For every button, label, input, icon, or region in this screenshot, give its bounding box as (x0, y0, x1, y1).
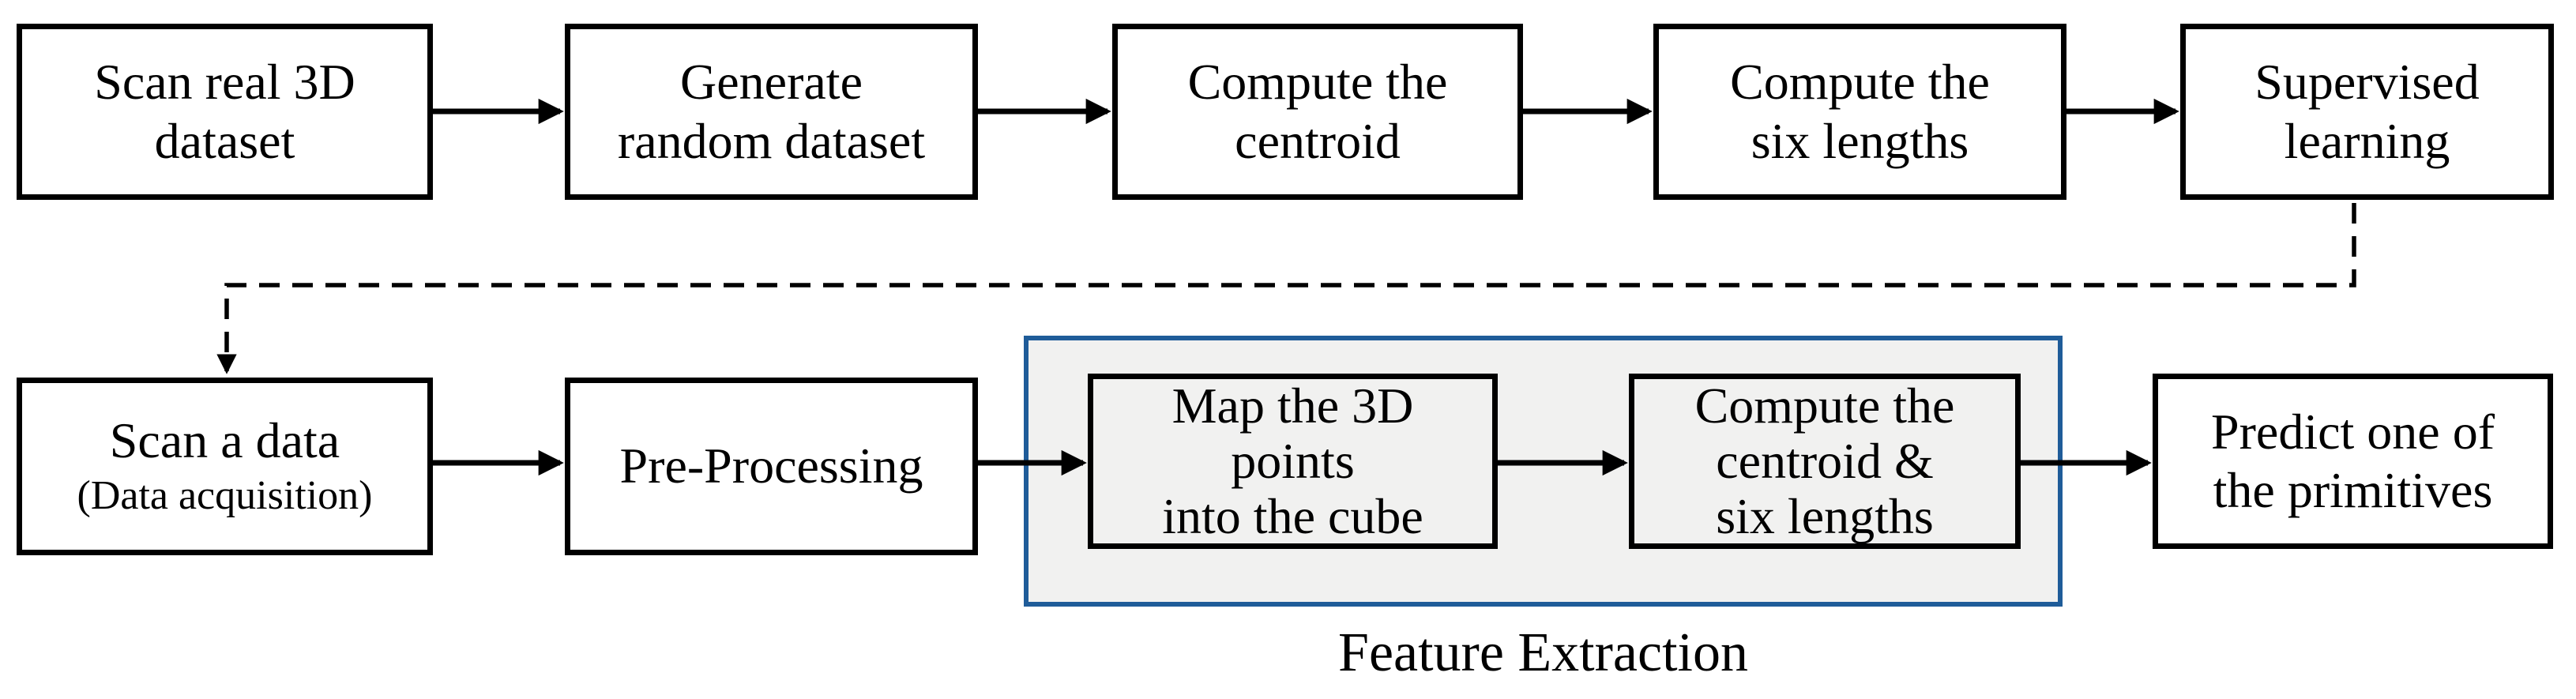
node-predict-one-of-primitives: Predict one of the primitives (2153, 374, 2553, 549)
node-label: Scan real 3D dataset (94, 54, 355, 169)
dashed-arrow-supervised-to-scandata (216, 203, 2356, 374)
node-label: Pre-Processing (619, 438, 923, 494)
node-label: Compute the six lengths (1730, 54, 1990, 169)
node-label: Predict one of the primitives (2211, 403, 2495, 518)
node-scan-real-3d-dataset: Scan real 3D dataset (17, 24, 433, 200)
node-generate-random-dataset: Generate random dataset (565, 24, 978, 200)
node-pre-processing: Pre-Processing (565, 378, 978, 555)
node-compute-centroid: Compute the centroid (1112, 24, 1523, 200)
node-label: Scan a data (109, 412, 340, 468)
node-supervised-learning: Supervised learning (2180, 24, 2554, 200)
node-label: Map the 3D points into the cube (1162, 378, 1423, 544)
feature-extraction-label: Feature Extraction (1338, 622, 1748, 683)
node-compute-centroid-six-lengths: Compute the centroid & six lengths (1629, 374, 2021, 549)
node-label: Compute the centroid & six lengths (1694, 378, 1955, 544)
node-sublabel: (Data acquisition) (77, 473, 373, 519)
node-label: Compute the centroid (1187, 54, 1448, 169)
node-label: Supervised learning (2254, 54, 2480, 169)
node-compute-six-lengths: Compute the six lengths (1653, 24, 2066, 200)
node-label: Generate random dataset (617, 54, 926, 169)
node-scan-a-data: Scan a data (Data acquisition) (17, 378, 433, 555)
node-map-3d-points-into-cube: Map the 3D points into the cube (1088, 374, 1498, 549)
feature-extraction-group (1024, 336, 2063, 607)
